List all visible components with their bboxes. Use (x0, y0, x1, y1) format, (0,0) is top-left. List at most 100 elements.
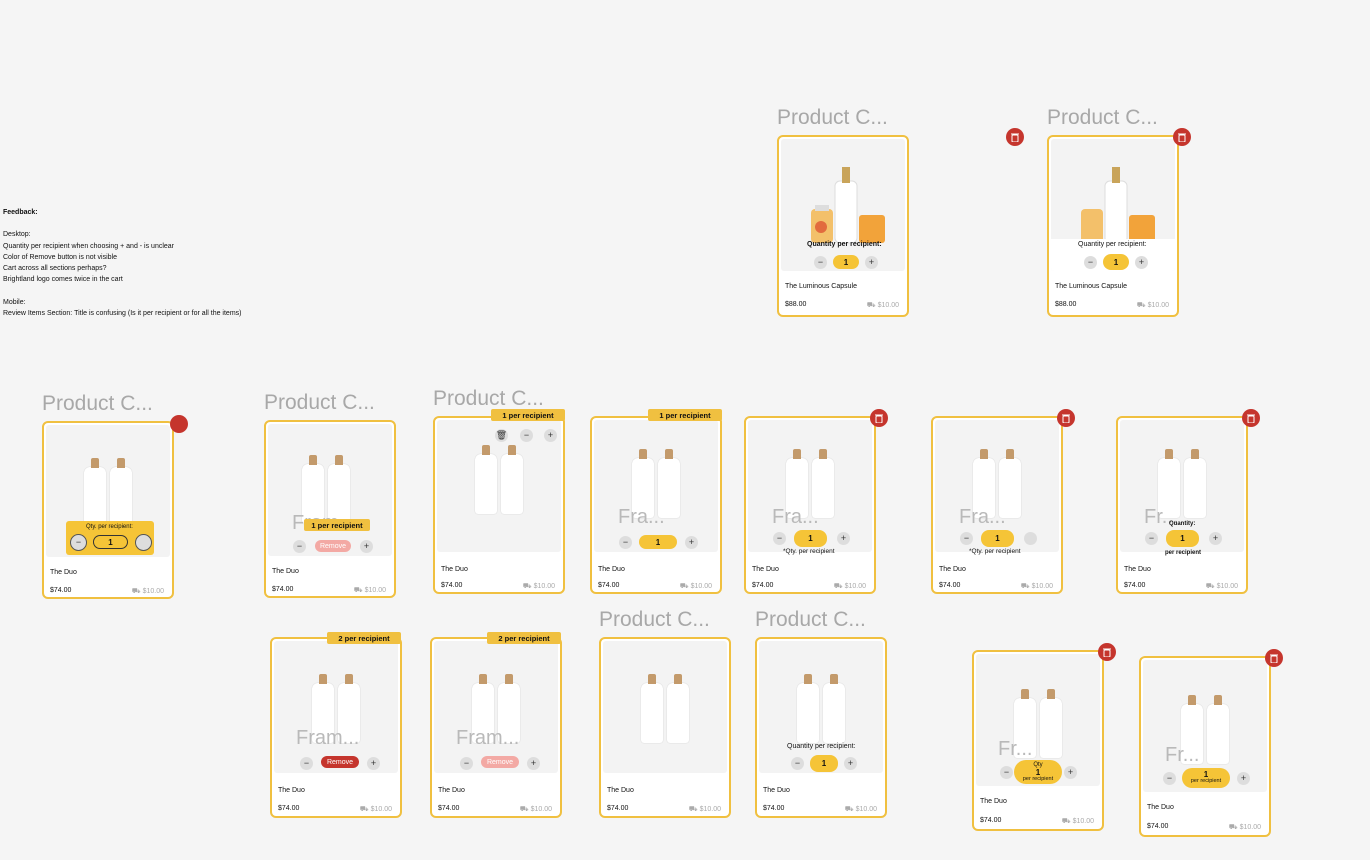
qty-pill-sublabel: per recipient (1190, 778, 1222, 784)
minus-button[interactable]: − (773, 532, 786, 545)
shipping-price: ⛟$10.00 (1136, 302, 1169, 309)
product-card-duo-7[interactable]: Fr... Quantity: − 1 + per recipient The … (1116, 409, 1260, 594)
trash-icon[interactable] (1173, 128, 1191, 146)
minus-button[interactable]: − (791, 757, 804, 770)
product-card-duo-b4[interactable]: Quantity per recipient: − 1 + The Duo $7… (755, 637, 887, 818)
minus-button[interactable]: − (300, 757, 313, 770)
trash-icon[interactable]: 🗑 (495, 429, 508, 442)
plus-button[interactable]: + (544, 429, 557, 442)
plus-button[interactable] (135, 534, 152, 551)
product-price: $74.00 (598, 582, 620, 589)
minus-button[interactable]: − (1084, 256, 1097, 269)
remove-button[interactable]: Remove (315, 540, 351, 552)
trash-icon[interactable] (1006, 128, 1024, 146)
minus-button[interactable]: − (814, 256, 827, 269)
plus-button[interactable]: + (1135, 256, 1148, 269)
per-recipient-tag: 1 per recipient (304, 519, 370, 531)
product-price: $88.00 (1055, 301, 1077, 308)
minus-button[interactable]: − (293, 540, 306, 553)
frame-title: Product C... (264, 391, 375, 414)
bottle (1040, 689, 1062, 758)
product-name: The Duo (1147, 804, 1174, 811)
shipping-price: ⛟$10.00 (866, 302, 899, 309)
product-name: The Duo (763, 787, 790, 794)
product-price: $74.00 (278, 805, 300, 812)
shipping-price: ⛟$10.00 (679, 583, 712, 590)
plus-button[interactable]: + (527, 757, 540, 770)
qty-pill-label: Qty (1033, 761, 1043, 768)
product-price: $74.00 (763, 805, 785, 812)
minus-button[interactable]: − (460, 757, 473, 770)
desktop-heading: Desktop: (3, 231, 31, 239)
product-price: $74.00 (607, 805, 629, 812)
qty-label: *Qty. per recipient (783, 548, 835, 555)
product-card-capsule-b[interactable]: Quantity per recipient: − 1 + The Lumino… (1047, 128, 1191, 317)
ghost-frame-label: Fram... (456, 727, 520, 749)
truck-icon: ⛟ (688, 806, 698, 813)
plus-button[interactable]: + (685, 536, 698, 549)
ghost-frame-label: Fr... (998, 738, 1033, 760)
truck-icon: ⛟ (833, 583, 843, 590)
product-card-duo-6[interactable]: Fra... − 1 *Qty. per recipient The Duo $… (931, 409, 1075, 594)
product-name: The Duo (752, 566, 779, 573)
ghost-frame-label: Fra... (959, 506, 1006, 528)
product-card-duo-b5[interactable]: Fr... − Qty 1 per recipient + The Duo $7… (972, 643, 1116, 831)
trash-icon[interactable] (1242, 409, 1260, 427)
bottle (328, 455, 350, 524)
remove-dot[interactable] (170, 415, 188, 433)
qty-value: 1 (810, 755, 838, 772)
plus-button[interactable]: + (865, 256, 878, 269)
bottle (812, 449, 834, 518)
minus-button[interactable]: − (1163, 772, 1176, 785)
remove-button[interactable]: Remove (481, 756, 519, 768)
shipping-price: ⛟$10.00 (359, 806, 392, 813)
product-card-duo-4[interactable]: 1 per recipient Fra... − 1 + The Duo $74… (590, 409, 722, 594)
plus-button[interactable]: + (360, 540, 373, 553)
trash-icon[interactable] (1265, 649, 1283, 667)
plus-button[interactable]: + (1237, 772, 1250, 785)
minus-button[interactable]: − (960, 532, 973, 545)
remove-button[interactable]: Remove (321, 756, 359, 768)
trash-icon[interactable] (1098, 643, 1116, 661)
product-price: $74.00 (441, 582, 463, 589)
trash-icon[interactable] (1057, 409, 1075, 427)
plus-button[interactable] (1024, 532, 1037, 545)
product-image (274, 641, 398, 773)
product-card-capsule-a[interactable]: Quantity per recipient: − 1 + The Lumino… (777, 135, 909, 317)
minus-button[interactable]: − (619, 536, 632, 549)
minus-button[interactable]: − (520, 429, 533, 442)
product-card-duo-5[interactable]: Fra... − 1 + *Qty. per recipient The Duo… (744, 409, 888, 594)
product-name: The Duo (1124, 566, 1151, 573)
plus-button[interactable]: + (837, 532, 850, 545)
truck-icon: ⛟ (679, 583, 689, 590)
qty-label: Qty. per recipient: (86, 524, 133, 530)
truck-icon: ⛟ (1136, 302, 1146, 309)
trash-icon[interactable] (870, 409, 888, 427)
plus-button[interactable]: + (1064, 766, 1077, 779)
bottle (999, 449, 1021, 518)
product-card-duo-b6[interactable]: Fr... − 1 per recipient + The Duo $74.00… (1139, 649, 1283, 837)
minus-button[interactable]: − (70, 534, 87, 551)
qty-label: Quantity: (1169, 521, 1196, 527)
ghost-frame-label: Fr... (1144, 506, 1179, 528)
minus-button[interactable]: − (1000, 766, 1013, 779)
bottle (110, 458, 132, 527)
per-recipient-tag: 2 per recipient (327, 632, 401, 644)
per-recipient-tag: 1 per recipient (648, 409, 722, 421)
minus-button[interactable]: − (1145, 532, 1158, 545)
product-card-duo-b2[interactable]: 2 per recipient Fram... − Remove + The D… (430, 632, 562, 818)
plus-button[interactable]: + (367, 757, 380, 770)
product-card-duo-b3[interactable]: The Duo $74.00 ⛟$10.00 (599, 637, 731, 818)
product-name: The Duo (598, 566, 625, 573)
product-card-duo-b1[interactable]: 2 per recipient Fram... − Remove + The D… (270, 632, 402, 818)
qty-label: Quantity per recipient: (1078, 241, 1147, 248)
plus-button[interactable]: + (1209, 532, 1222, 545)
bottle (338, 674, 360, 743)
product-card-duo-3[interactable]: 1 per recipient 🗑 − + The Duo $74.00 ⛟$1… (433, 409, 565, 594)
qty-pill: 1 per recipient (1182, 768, 1230, 788)
plus-button[interactable]: + (844, 757, 857, 770)
product-card-duo-2[interactable]: Fram... 1 per recipient − Remove + The D… (264, 420, 396, 598)
product-image (603, 641, 727, 773)
product-card-duo-1[interactable]: Qty. per recipient: − 1 The Duo $74.00 ⛟… (42, 415, 188, 599)
product-price: $74.00 (438, 805, 460, 812)
